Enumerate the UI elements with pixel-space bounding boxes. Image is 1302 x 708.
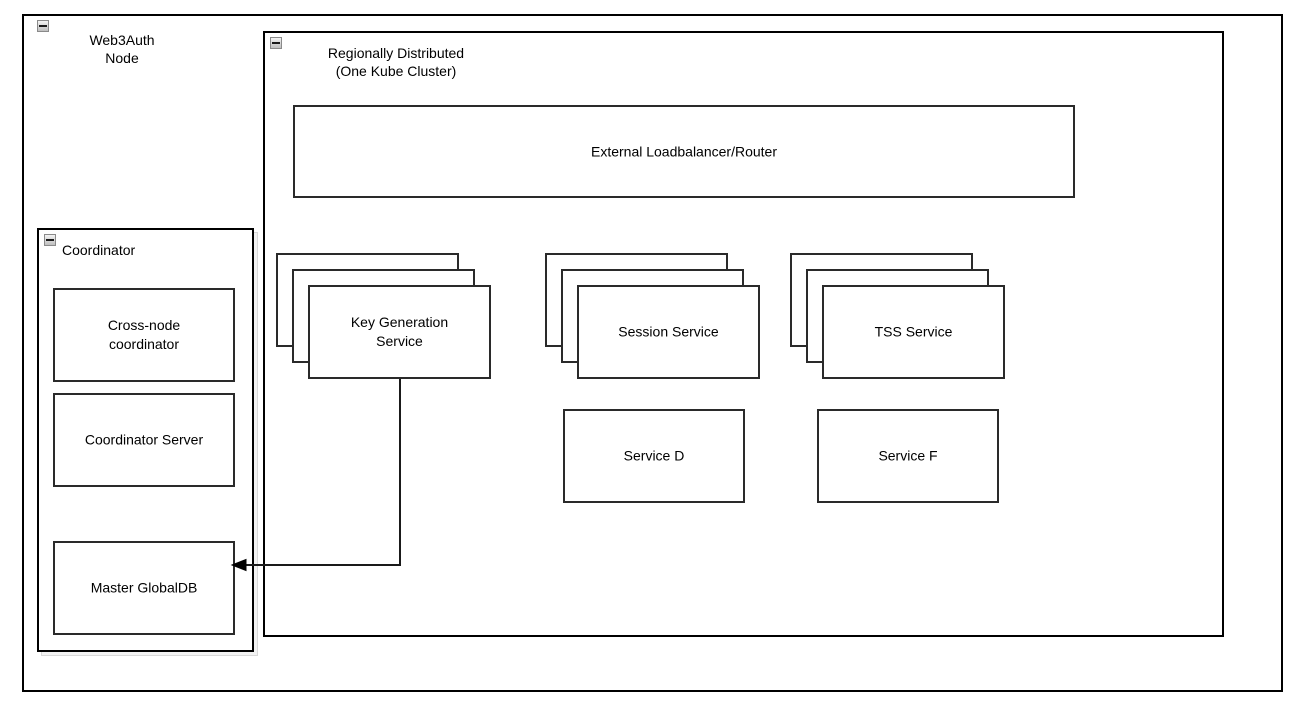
service-d-label: Service D	[623, 447, 685, 464]
coordinator-label: Coordinator	[62, 242, 136, 258]
web3auth-node-label: Web3Auth Node	[89, 32, 155, 66]
kube-cluster-label: Regionally Distributed (One Kube Cluster…	[327, 45, 465, 79]
tss-service-label: TSS Service	[874, 323, 953, 340]
session-service-layer-front[interactable]: Session Service	[577, 285, 760, 379]
key-generation-service-label: Key Generation Service	[350, 314, 449, 349]
tss-service-stack[interactable]: TSS Service	[790, 253, 1005, 379]
coordinator-server-box[interactable]: Coordinator Server	[53, 393, 235, 487]
service-d-box[interactable]: Service D	[563, 409, 745, 503]
cross-node-coordinator-label: Cross-node coordinator	[107, 317, 181, 352]
tss-service-layer-front[interactable]: TSS Service	[822, 285, 1005, 379]
web3auth-node-collapse-icon[interactable]	[37, 20, 49, 32]
service-f-label: Service F	[878, 447, 938, 464]
cross-node-coordinator-box[interactable]: Cross-node coordinator	[53, 288, 235, 382]
external-loadbalancer-router-box[interactable]: External Loadbalancer/Router	[293, 105, 1075, 198]
key-generation-service-stack[interactable]: Key Generation Service	[276, 253, 491, 379]
key-generation-service-layer-front[interactable]: Key Generation Service	[308, 285, 491, 379]
session-service-label: Session Service	[618, 323, 719, 340]
coordinator-collapse-icon[interactable]	[44, 234, 56, 246]
master-globaldb-box[interactable]: Master GlobalDB	[53, 541, 235, 635]
coordinator-server-label: Coordinator Server	[84, 431, 204, 448]
session-service-stack[interactable]: Session Service	[545, 253, 760, 379]
master-globaldb-label: Master GlobalDB	[90, 579, 198, 596]
kube-cluster-collapse-icon[interactable]	[270, 37, 282, 49]
service-f-box[interactable]: Service F	[817, 409, 999, 503]
external-loadbalancer-router-label: External Loadbalancer/Router	[590, 143, 777, 159]
